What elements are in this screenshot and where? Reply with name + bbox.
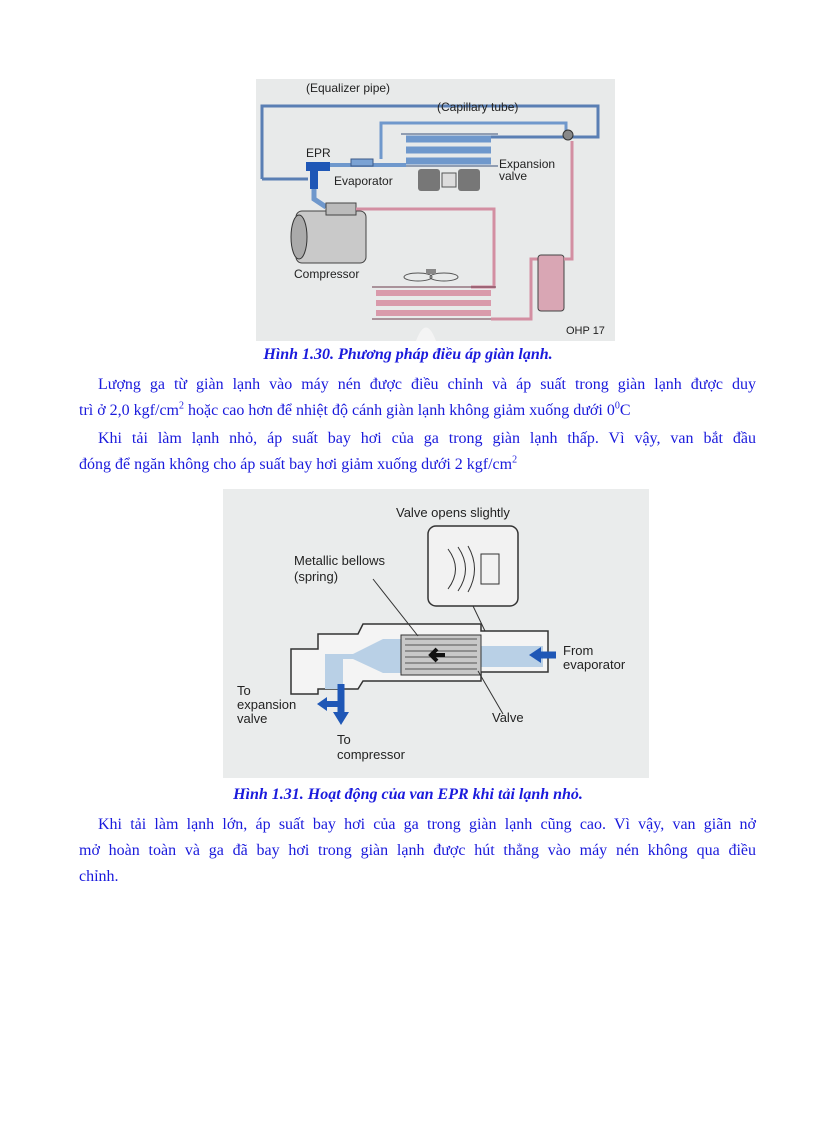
label-expansion: expansion bbox=[237, 697, 296, 712]
label-expansion: Expansion bbox=[499, 157, 555, 171]
figure-1-epr-system-diagram: (Equalizer pipe) (Capillary tube) EPR Ev… bbox=[256, 79, 615, 341]
label-equalizer-pipe: (Equalizer pipe) bbox=[306, 81, 390, 95]
label-evaporator: Evaporator bbox=[334, 174, 393, 188]
figure-1-caption: Hình 1.30. Phương pháp điều áp giàn lạnh… bbox=[263, 346, 553, 363]
paragraph-3-line-3: chỉnh. bbox=[79, 868, 119, 885]
paragraph-1: Lượng ga từ giàn lạnh vào máy nén được đ… bbox=[79, 372, 756, 424]
label-from: From bbox=[563, 643, 593, 658]
label-valve: Valve bbox=[492, 710, 524, 725]
paragraph-1-line-1: Lượng ga từ giàn lạnh vào máy nén được đ… bbox=[98, 376, 756, 393]
superscript: 2 bbox=[512, 454, 518, 466]
superscript: 0 bbox=[614, 400, 620, 412]
label-compressor: Compressor bbox=[294, 267, 359, 281]
label-spring: (spring) bbox=[294, 569, 338, 584]
paragraph-3-line-1: Khi tải làm lạnh lớn, áp suất bay hơi củ… bbox=[98, 816, 756, 833]
paragraph-2: Khi tải làm lạnh nhỏ, áp suất bay hơi củ… bbox=[79, 426, 756, 478]
paragraph-3: Khi tải làm lạnh lớn, áp suất bay hơi củ… bbox=[79, 812, 756, 890]
label-compressor: compressor bbox=[337, 747, 406, 762]
label-capillary-tube: (Capillary tube) bbox=[437, 100, 518, 114]
label-valve-opens-slightly: Valve opens slightly bbox=[396, 505, 510, 520]
superscript: 2 bbox=[179, 400, 184, 412]
label-epr: EPR bbox=[306, 146, 331, 160]
label-valve-word: valve bbox=[237, 711, 267, 726]
figure-2-epr-valve-diagram: Valve opens slightly Metallic bellows (s… bbox=[223, 489, 649, 778]
epr-system-illustration: (Equalizer pipe) (Capillary tube) EPR Ev… bbox=[256, 79, 615, 341]
label-ohp: OHP 17 bbox=[566, 325, 605, 337]
paragraph-1-line-2c: C bbox=[619, 402, 631, 419]
label-valve: valve bbox=[499, 169, 527, 183]
paragraph-2-line-1: Khi tải làm lạnh nhỏ, áp suất bay hơi củ… bbox=[98, 430, 756, 447]
label-metallic-bellows: Metallic bellows bbox=[294, 553, 386, 568]
label-from-evaporator: evaporator bbox=[563, 657, 626, 672]
paragraph-2-line-2: đóng để ngăn không cho áp suất bay hơi g… bbox=[79, 456, 513, 473]
paragraph-3-line-2: mở hoàn toàn và ga đã bay hơi trong giàn… bbox=[79, 842, 756, 859]
figure-2-caption: Hình 1.31. Hoạt động của van EPR khi tải… bbox=[233, 786, 583, 803]
paragraph-1-line-2b: hoặc cao hơn để nhiệt độ cánh giàn lạnh … bbox=[184, 402, 615, 419]
epr-valve-illustration: Valve opens slightly Metallic bellows (s… bbox=[223, 489, 649, 778]
label-to: To bbox=[237, 683, 251, 698]
paragraph-1-line-2a: trì ở 2,0 kgf/cm bbox=[79, 402, 179, 419]
label-to-2: To bbox=[337, 732, 351, 747]
